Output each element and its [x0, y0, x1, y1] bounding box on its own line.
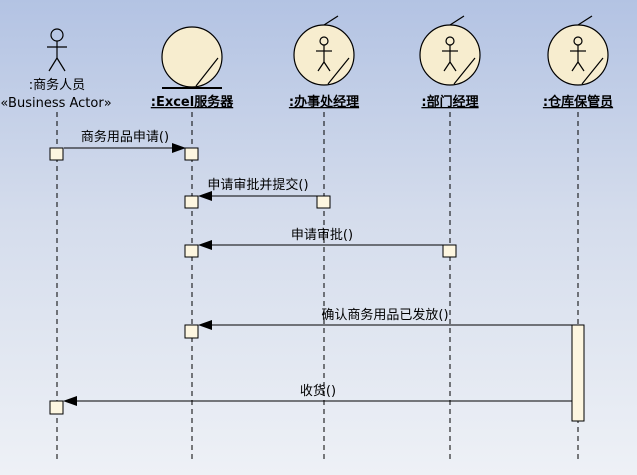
participant-warehouse-keeper: :仓库保管员 [543, 94, 613, 110]
execution-box [184, 195, 199, 209]
message-label: 商务用品申请() [81, 129, 169, 145]
participant-excel-server: :Excel服务器 [151, 94, 234, 110]
execution-box [184, 147, 199, 161]
execution-box [184, 324, 199, 339]
participant-office-manager: :办事处经理 [289, 94, 359, 110]
control-worker-icon [293, 15, 355, 86]
message-label: 申请审批并提交() [207, 177, 308, 193]
execution-box [442, 244, 457, 258]
execution-box [49, 400, 64, 415]
message-label: 申请审批() [291, 228, 353, 243]
actor-stereotype: «Business Actor» [0, 96, 111, 111]
execution-box [316, 195, 331, 209]
actor-name: :商务人员 [29, 77, 85, 93]
stick-figure-icon [47, 28, 67, 72]
control-worker-icon [547, 15, 609, 86]
activation-bar [571, 324, 585, 422]
execution-box [49, 147, 64, 161]
control-worker-icon [419, 15, 481, 86]
boundary-object-icon [161, 26, 223, 89]
message-label: 收货() [300, 383, 336, 399]
execution-box [184, 244, 199, 258]
message-label: 确认商务用品已发放() [321, 307, 448, 323]
participant-department-manager: :部门经理 [421, 94, 478, 110]
